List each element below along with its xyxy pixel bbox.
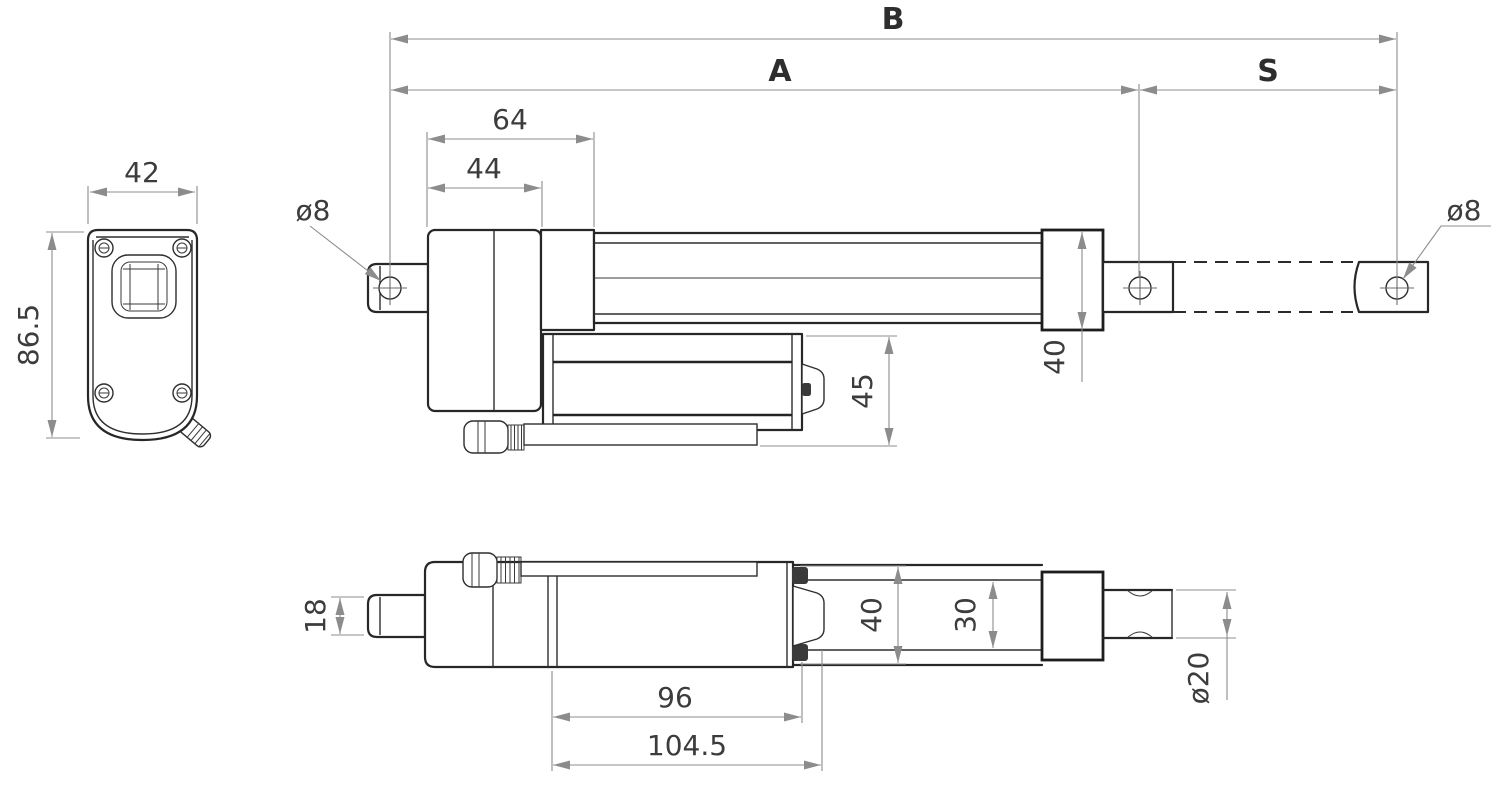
dim-label-retracted-length: A bbox=[768, 54, 792, 89]
end-view-body-inner bbox=[92, 240, 193, 435]
cable-conduit bbox=[523, 423, 758, 446]
dim-end-cap-height: 40 bbox=[1038, 232, 1087, 382]
dim-gearbox-length: 64 bbox=[428, 103, 593, 144]
dim-label-pin-width: 18 bbox=[299, 598, 332, 634]
rod-end-retracted bbox=[1101, 260, 1175, 314]
dim-label-motor-housing-height: 45 bbox=[846, 373, 879, 409]
dim-label-gearbox-length: 64 bbox=[492, 103, 528, 136]
corner-screws bbox=[94, 238, 192, 403]
dim-stroke-length: S bbox=[1140, 54, 1396, 95]
callout-rear-hole-dia: ø8 bbox=[1402, 194, 1491, 280]
piston-rod bbox=[1101, 588, 1174, 640]
bottom-cable-gland bbox=[462, 552, 522, 588]
callout-front-hole-dia: ø8 bbox=[296, 194, 382, 282]
dim-end-height: 86.5 bbox=[12, 231, 84, 439]
dim-label-overall-length: B bbox=[882, 2, 905, 37]
dim-inner-tube-height: 30 bbox=[949, 582, 998, 648]
bottom-outer-tube bbox=[791, 563, 1044, 667]
dim-label-motor-section-length: 96 bbox=[657, 681, 693, 714]
motor-housing bbox=[541, 332, 825, 432]
dim-label-end-height: 86.5 bbox=[12, 304, 45, 366]
cable-gland bbox=[463, 420, 525, 454]
rod-end-extended bbox=[1353, 260, 1430, 314]
side-view: B A S 64 44 ø8 ø8 bbox=[296, 2, 1491, 454]
bottom-end-block bbox=[1040, 570, 1105, 662]
dim-label-housing-total-length: 104.5 bbox=[647, 729, 727, 762]
tube-clamp-block bbox=[539, 228, 596, 332]
screw-icon bbox=[172, 383, 192, 403]
dim-pin-width: 18 bbox=[299, 596, 364, 636]
housing-body bbox=[423, 560, 795, 669]
rear-knob bbox=[792, 567, 808, 584]
dim-label-end-cap-height: 40 bbox=[1038, 339, 1071, 375]
dim-end-width: 42 bbox=[87, 156, 198, 224]
motor-end-cap bbox=[801, 363, 825, 415]
tube-end-cap bbox=[1040, 228, 1105, 332]
mounting-pin bbox=[366, 593, 427, 639]
clevis-boss bbox=[111, 254, 177, 319]
dim-gearbox-front-length: 44 bbox=[428, 152, 541, 193]
screw-icon bbox=[172, 238, 192, 258]
dim-label-front-hole-dia: ø8 bbox=[296, 194, 331, 227]
rear-knob bbox=[792, 644, 808, 661]
dim-label-inner-tube-height: 30 bbox=[949, 597, 982, 633]
bottom-view: 18 40 30 ø20 96 104.5 bbox=[299, 552, 1236, 771]
dim-overall-length: B bbox=[391, 2, 1396, 44]
stroke-dashed-lines bbox=[1173, 261, 1353, 313]
dim-label-end-width: 42 bbox=[124, 156, 160, 189]
dim-motor-section-length: 96 bbox=[551, 662, 803, 771]
dim-housing-total-length: 104.5 bbox=[553, 650, 823, 771]
dim-retracted-length: A bbox=[391, 54, 1138, 95]
screw-icon bbox=[94, 238, 114, 258]
dim-outer-tube-height: 40 bbox=[800, 565, 906, 665]
rear-end-cap bbox=[792, 585, 825, 647]
front-clevis bbox=[366, 262, 430, 314]
dim-rod-dia: ø20 bbox=[1176, 589, 1236, 705]
gearbox-housing bbox=[426, 228, 543, 413]
motor-end-knob bbox=[802, 383, 811, 396]
dim-label-stroke-length: S bbox=[1257, 54, 1279, 89]
dim-label-rod-dia: ø20 bbox=[1182, 652, 1215, 705]
dim-motor-housing-height: 45 bbox=[760, 335, 897, 447]
screw-icon bbox=[94, 383, 114, 403]
dim-label-outer-tube-height: 40 bbox=[855, 597, 888, 633]
end-view: 42 86.5 bbox=[12, 156, 212, 448]
dim-label-rear-hole-dia: ø8 bbox=[1447, 194, 1482, 227]
dim-label-gearbox-front-length: 44 bbox=[466, 152, 502, 185]
outer-tube bbox=[592, 231, 1044, 325]
bottom-cable-conduit bbox=[520, 561, 758, 577]
extension-lines bbox=[389, 32, 1398, 277]
